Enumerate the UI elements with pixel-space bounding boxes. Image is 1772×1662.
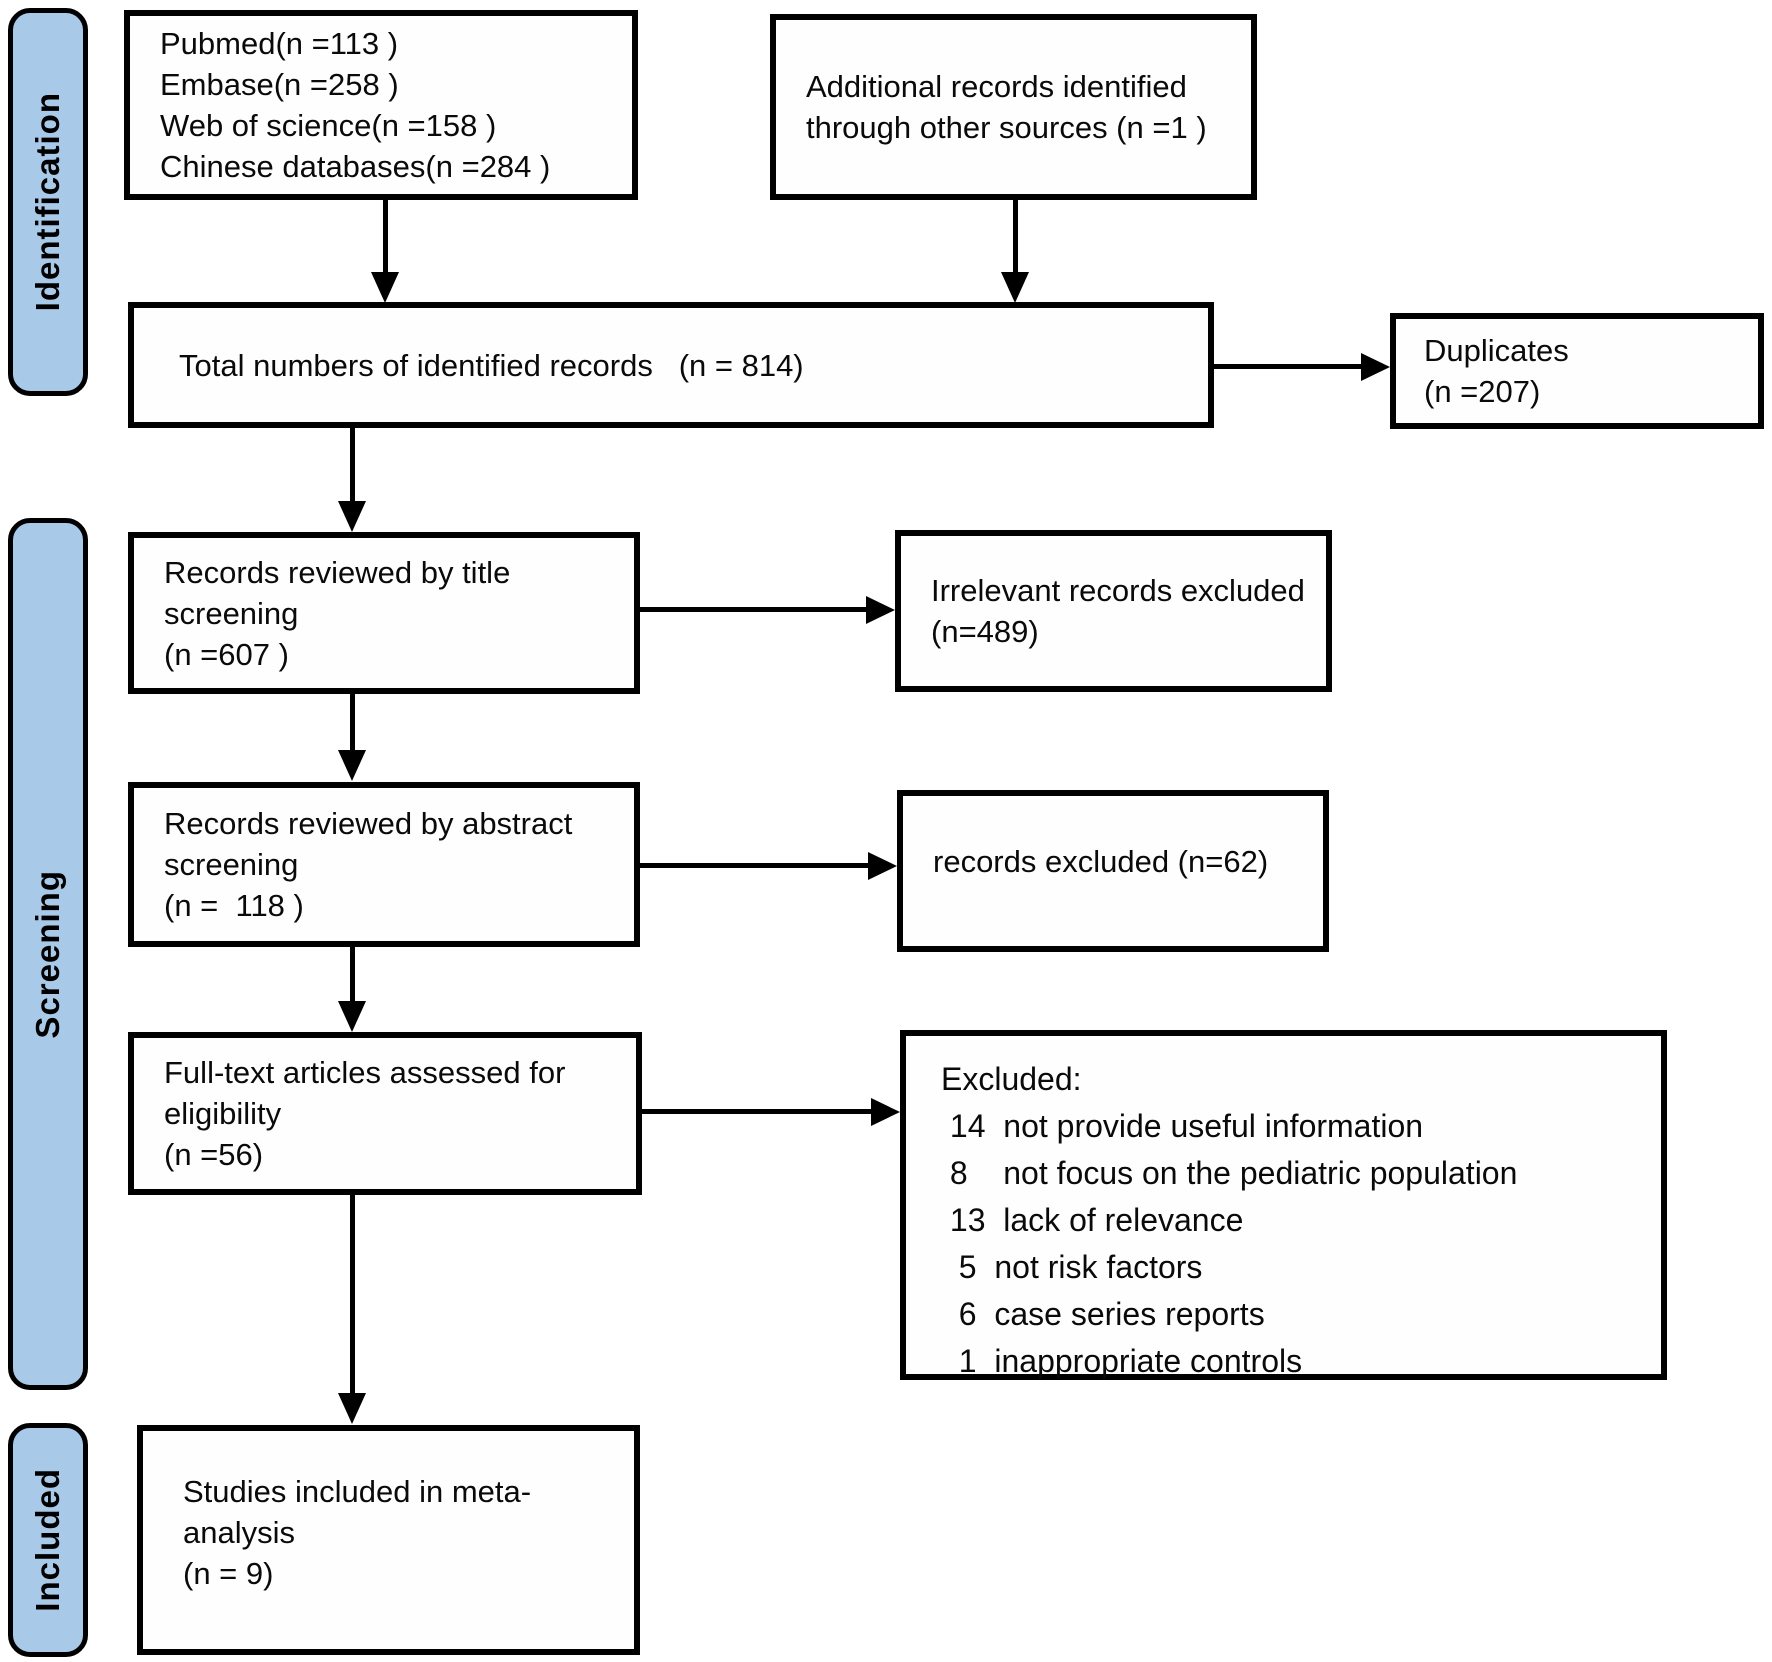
arrow-title-to-abstract-shaft xyxy=(350,694,355,752)
box-included-studies: Studies included in meta- analysis (n = … xyxy=(137,1425,640,1655)
box-included-studies-text: Studies included in meta- analysis (n = … xyxy=(183,1474,532,1591)
arrow-title-to-irrelevant-shaft xyxy=(640,607,867,612)
arrow-title-to-abstract-head xyxy=(338,750,366,781)
arrow-abstract-to-excluded-head xyxy=(868,852,897,880)
box-title-screening-text: Records reviewed by title screening (n =… xyxy=(164,554,511,672)
box-fulltext-eligibility-text: Full-text articles assessed for eligibil… xyxy=(164,1055,566,1172)
box-title-screening: Records reviewed by title screening (n =… xyxy=(128,532,640,694)
arrow-abstract-to-fulltext-shaft xyxy=(350,947,355,1003)
box-total-records-text: Total numbers of identified records (n =… xyxy=(179,347,804,383)
stage-bar-screening: Screening xyxy=(8,518,88,1390)
stage-label-identification: Identification xyxy=(29,92,66,312)
arrow-fulltext-to-included-shaft xyxy=(350,1195,355,1395)
box-duplicates: Duplicates (n =207) xyxy=(1390,313,1764,429)
arrow-fulltext-to-reasons-shaft xyxy=(642,1109,872,1114)
box-excluded-reasons-text: Excluded: 14 not provide useful informat… xyxy=(941,1061,1518,1379)
arrow-title-to-irrelevant-head xyxy=(866,596,895,624)
arrow-total-to-title-shaft xyxy=(350,428,355,504)
arrow-fulltext-to-included-head xyxy=(338,1393,366,1424)
box-abstract-screening: Records reviewed by abstract screening (… xyxy=(128,782,640,947)
stage-label-included: Included xyxy=(29,1468,66,1612)
box-records-excluded-text: records excluded (n=62) xyxy=(933,843,1269,879)
arrow-abstract-to-fulltext-head xyxy=(338,1001,366,1032)
box-additional-records: Additional records identified through ot… xyxy=(770,14,1257,200)
box-total-records: Total numbers of identified records (n =… xyxy=(128,302,1214,428)
arrow-total-to-duplicates-head xyxy=(1361,353,1390,381)
arrow-additional-to-total-head xyxy=(1001,272,1029,303)
arrow-fulltext-to-reasons-head xyxy=(871,1098,900,1126)
box-database-sources: Pubmed(n =113 ) Embase(n =258 ) Web of s… xyxy=(124,10,638,200)
box-irrelevant-excluded: Irrelevant records excluded (n=489) xyxy=(895,530,1332,692)
box-database-sources-text: Pubmed(n =113 ) Embase(n =258 ) Web of s… xyxy=(160,26,551,184)
box-excluded-reasons: Excluded: 14 not provide useful informat… xyxy=(900,1030,1667,1380)
box-records-excluded: records excluded (n=62) xyxy=(897,790,1329,952)
box-abstract-screening-text: Records reviewed by abstract screening (… xyxy=(164,806,573,923)
box-duplicates-text: Duplicates (n =207) xyxy=(1424,333,1569,409)
arrow-total-to-duplicates-shaft xyxy=(1214,364,1362,369)
box-additional-records-text: Additional records identified through ot… xyxy=(806,69,1207,145)
arrow-sources-to-total-shaft xyxy=(383,198,388,274)
arrow-abstract-to-excluded-shaft xyxy=(640,863,869,868)
arrow-total-to-title-head xyxy=(338,501,366,532)
stage-bar-included: Included xyxy=(8,1423,88,1657)
arrow-additional-to-total-shaft xyxy=(1013,200,1018,274)
box-irrelevant-excluded-text: Irrelevant records excluded (n=489) xyxy=(931,573,1305,649)
box-fulltext-eligibility: Full-text articles assessed for eligibil… xyxy=(128,1032,642,1195)
stage-label-screening: Screening xyxy=(29,869,66,1039)
stage-bar-identification: Identification xyxy=(8,8,88,396)
arrow-sources-to-total-head xyxy=(371,272,399,303)
